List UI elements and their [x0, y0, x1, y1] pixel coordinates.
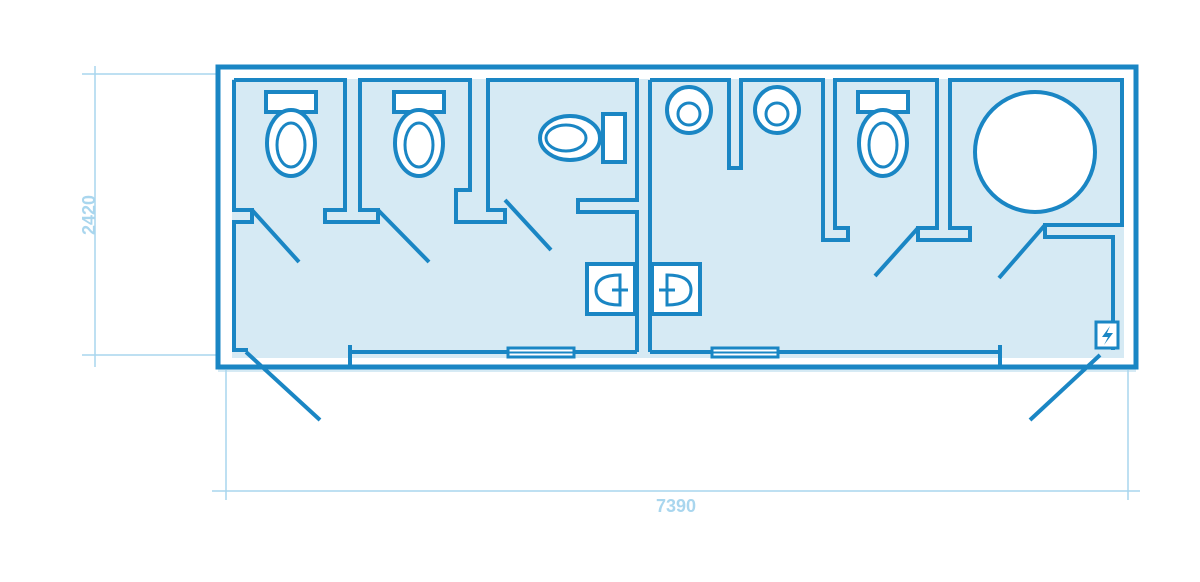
lightning-bolt-icon — [1102, 326, 1113, 345]
window-right — [710, 346, 780, 359]
urinal-2 — [753, 85, 801, 135]
round-shower-tray — [973, 90, 1097, 214]
window-left — [506, 346, 576, 359]
toilet-4 — [856, 90, 910, 178]
entrance-doors — [244, 350, 1102, 422]
height-dimension-label: 2420 — [79, 195, 99, 235]
toilet-3 — [538, 112, 627, 164]
outer-wall — [215, 64, 1139, 370]
width-dimension-label: 7390 — [656, 496, 696, 516]
urinal-1 — [665, 85, 713, 135]
toilet-1 — [264, 90, 318, 178]
sink-1 — [585, 262, 637, 316]
toilet-2 — [392, 90, 446, 178]
stall-doors — [250, 198, 1047, 280]
electrical-panel — [1094, 320, 1120, 350]
sink-2 — [650, 262, 702, 316]
dimension-lines — [82, 66, 1140, 500]
